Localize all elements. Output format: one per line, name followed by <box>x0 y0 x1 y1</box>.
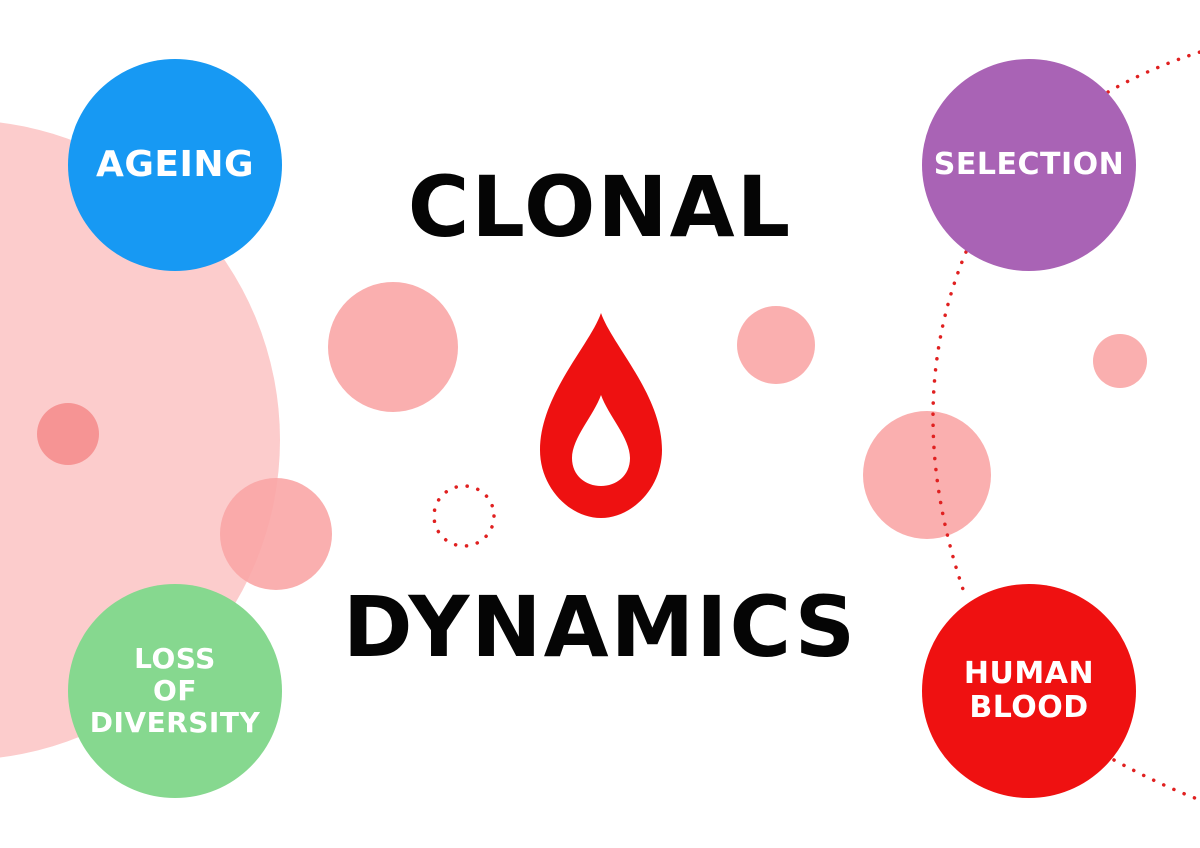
node-ageing-label: AGEING <box>95 144 255 186</box>
dotted-small-circle <box>432 484 496 548</box>
node-blood-line-1: HUMAN <box>963 655 1095 691</box>
node-loss-of-diversity: LOSS OF DIVERSITY <box>68 584 282 798</box>
node-selection-label: SELECTION <box>933 146 1125 182</box>
dotted-arc-bottom-right <box>1112 758 1200 802</box>
node-loss-line-3: DIVERSITY <box>89 706 261 740</box>
node-ageing: AGEING <box>68 59 282 271</box>
bubble-left-small <box>37 403 99 465</box>
dotted-arc-top-right <box>1106 50 1200 94</box>
title-dynamics: DYNAMICS <box>342 578 858 676</box>
bubble-right-small <box>1093 334 1147 388</box>
node-loss-line-1: LOSS <box>134 641 216 675</box>
node-human-blood: HUMAN BLOOD <box>922 584 1136 798</box>
node-selection: SELECTION <box>922 59 1136 271</box>
node-blood-line-2: BLOOD <box>969 690 1089 725</box>
node-loss-line-2: OF <box>153 673 197 707</box>
bubble-center-right <box>737 306 815 384</box>
bubble-left-medium <box>220 478 332 590</box>
bubble-center-large <box>328 282 458 412</box>
blood-drop-icon <box>540 313 662 518</box>
dotted-arc-right <box>931 250 968 600</box>
bubble-right-medium <box>863 411 991 539</box>
title-clonal: CLONAL <box>407 158 793 256</box>
